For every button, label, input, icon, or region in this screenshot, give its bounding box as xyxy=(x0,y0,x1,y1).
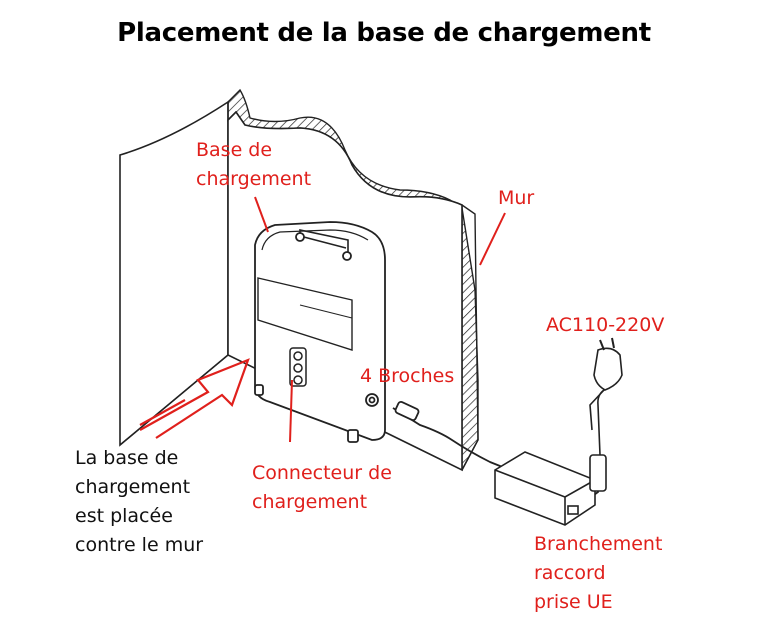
diagram-title: Placement de la base de chargement xyxy=(117,18,651,48)
label-charging-base: Base de chargement xyxy=(196,139,312,190)
power-adapter xyxy=(494,451,596,526)
eu-plug xyxy=(589,337,623,492)
label-wall: Mur xyxy=(498,187,535,209)
label-voltage: AC110-220V xyxy=(546,314,665,336)
placement-arrow xyxy=(139,358,250,439)
charging-base-unit xyxy=(254,221,386,443)
charging-connector xyxy=(289,347,307,387)
label-charging-connector: Connecteur de chargement xyxy=(252,462,392,513)
label-pins: 4 Broches xyxy=(360,365,455,387)
label-pointers xyxy=(254,196,506,443)
label-placement-note: La base de chargement est placée contre … xyxy=(75,447,204,556)
label-eu-plug: Branchement raccord prise UE xyxy=(534,533,663,613)
